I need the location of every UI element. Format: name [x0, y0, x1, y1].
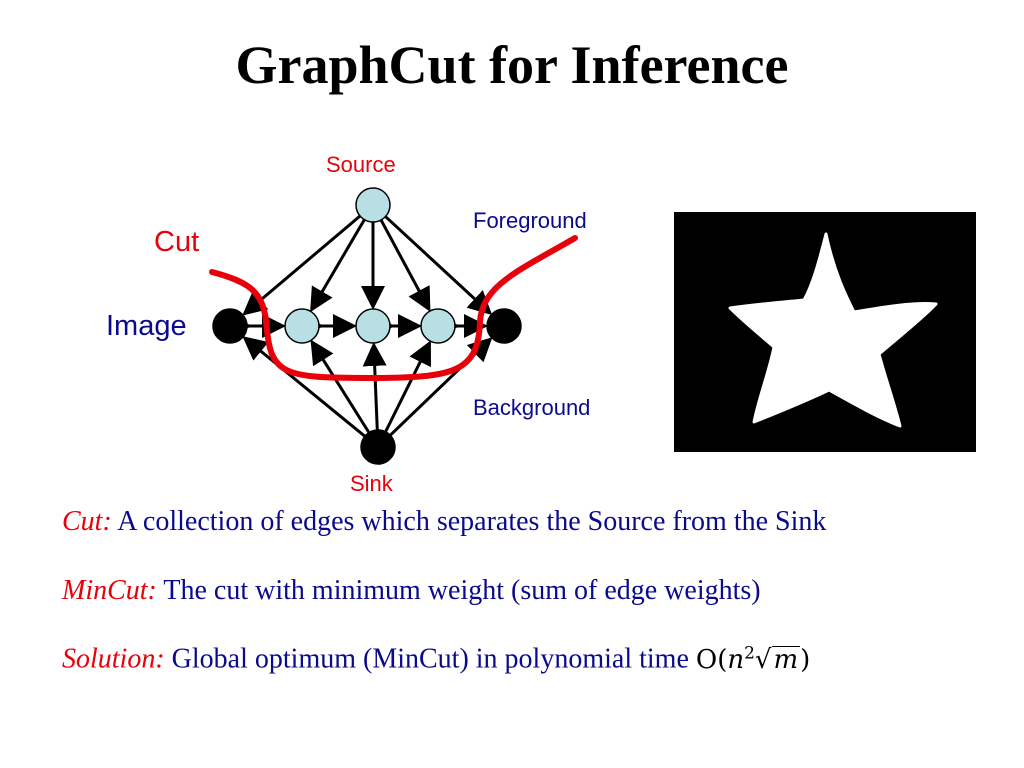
segmentation-mask-image	[674, 212, 976, 452]
sink-node	[360, 429, 396, 465]
definition-text: A collection of edges which separates th…	[117, 506, 827, 537]
source-edge	[379, 210, 493, 316]
pixel-node	[486, 308, 522, 344]
complexity-formula: O(n2√m)	[695, 643, 811, 675]
pixel-node	[420, 308, 456, 344]
cut-label: Cut	[154, 226, 200, 258]
definition-solution: Solution: Global optimum (MinCut) in pol…	[62, 643, 810, 676]
source-edge	[310, 213, 370, 313]
pixel-node	[355, 308, 391, 344]
pixel-node	[284, 308, 320, 344]
sink-edge	[242, 336, 372, 442]
sink-label: Sink	[350, 471, 393, 496]
sink-edge	[310, 339, 374, 440]
slide-title: GraphCut for Inference	[235, 35, 789, 95]
star-mask-icon	[728, 232, 938, 428]
cut-line	[209, 235, 578, 382]
image-label: Image	[106, 310, 187, 342]
definition-mincut: MinCut: The cut with minimum weight (sum…	[62, 575, 761, 607]
foreground-label: Foreground	[473, 208, 587, 233]
definition-term: Solution:	[62, 643, 165, 675]
definition-term: MinCut:	[62, 575, 157, 606]
background-label: Background	[473, 395, 591, 420]
definition-text: Global optimum (MinCut) in polynomial ti…	[171, 643, 689, 675]
source-edge	[376, 213, 431, 312]
definition-term: Cut:	[62, 506, 112, 537]
source-label: Source	[326, 152, 396, 177]
sink-edge	[362, 341, 387, 437]
sink-edge	[381, 340, 431, 439]
source-node	[355, 187, 391, 223]
definition-text: The cut with minimum weight (sum of edge…	[163, 575, 761, 606]
source-edge	[242, 210, 367, 316]
pixel-node	[212, 308, 248, 344]
definition-cut: Cut: A collection of edges which separat…	[62, 506, 826, 538]
